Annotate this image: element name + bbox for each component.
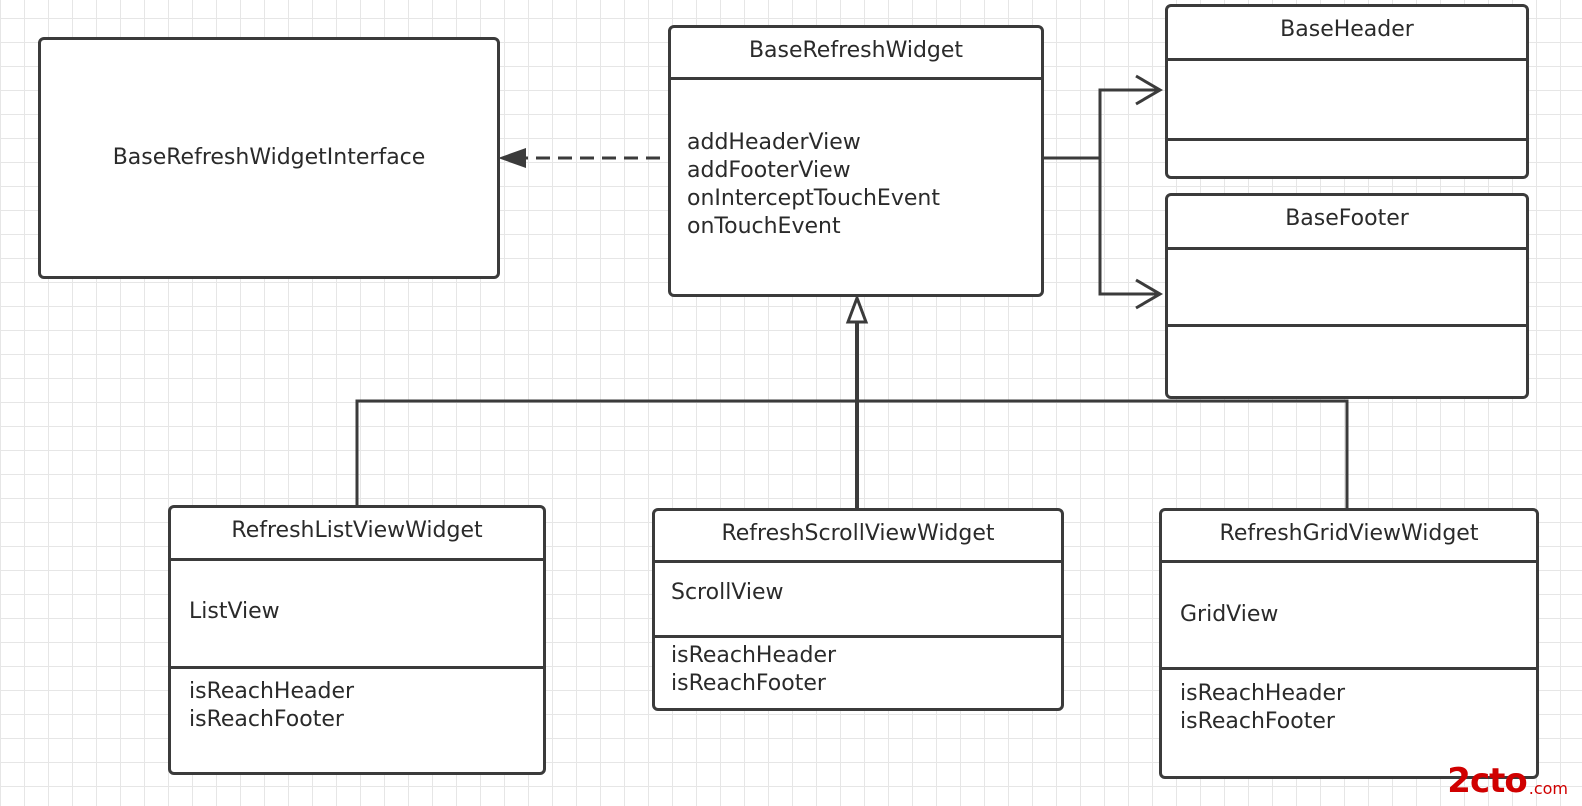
scroll-widget-box[interactable]: RefreshScrollViewWidget ScrollView isRea…	[652, 508, 1064, 711]
scroll-widget-field: ScrollView	[671, 580, 784, 605]
base-footer-title: BaseFooter	[1168, 196, 1526, 250]
list-widget-field: ListView	[189, 599, 280, 624]
scroll-widget-divider	[655, 635, 1061, 638]
inheritance-arrowhead	[845, 293, 869, 324]
association-line-footer	[1098, 158, 1160, 296]
association-arrowhead-header	[1135, 74, 1163, 106]
list-widget-title: RefreshListViewWidget	[171, 508, 543, 561]
scroll-widget-method: isReachFooter	[671, 671, 826, 696]
base-header-title: BaseHeader	[1168, 7, 1526, 61]
base-header-divider	[1168, 138, 1526, 141]
list-widget-method: isReachFooter	[189, 707, 344, 732]
list-widget-divider	[171, 666, 543, 669]
base-footer-box[interactable]: BaseFooter	[1165, 193, 1529, 399]
realization-arrowhead	[498, 148, 526, 168]
watermark-logo-tld: .com	[1528, 779, 1568, 798]
base-widget-method: addFooterView	[687, 158, 851, 183]
base-widget-method: addHeaderView	[687, 130, 861, 155]
grid-widget-method: isReachHeader	[1180, 681, 1346, 706]
grid-widget-title: RefreshGridViewWidget	[1162, 511, 1536, 563]
grid-widget-divider	[1162, 667, 1536, 670]
base-widget-title: BaseRefreshWidget	[671, 28, 1041, 80]
interface-box[interactable]: BaseRefreshWidgetInterface	[38, 37, 500, 279]
base-widget-box[interactable]: BaseRefreshWidget addHeaderView addFoote…	[668, 25, 1044, 297]
association-arrowhead-footer	[1135, 278, 1163, 310]
list-widget-box[interactable]: RefreshListViewWidget ListView isReachHe…	[168, 505, 546, 775]
interface-title: BaseRefreshWidgetInterface	[112, 145, 426, 170]
watermark-logo: 2cto .com	[1447, 762, 1568, 798]
base-footer-divider	[1168, 324, 1526, 327]
association-line-header	[1040, 88, 1160, 160]
grid-widget-method: isReachFooter	[1180, 709, 1335, 734]
base-widget-method: onTouchEvent	[687, 214, 841, 239]
base-widget-method: onInterceptTouchEvent	[687, 186, 940, 211]
base-header-box[interactable]: BaseHeader	[1165, 4, 1529, 179]
list-widget-method: isReachHeader	[189, 679, 355, 704]
scroll-widget-title: RefreshScrollViewWidget	[655, 511, 1061, 563]
inheritance-line-list	[355, 399, 1349, 508]
grid-widget-field: GridView	[1180, 602, 1279, 627]
grid-widget-box[interactable]: RefreshGridViewWidget GridView isReachHe…	[1159, 508, 1539, 779]
scroll-widget-method: isReachHeader	[671, 643, 837, 668]
watermark-logo-text: 2cto	[1447, 761, 1527, 801]
